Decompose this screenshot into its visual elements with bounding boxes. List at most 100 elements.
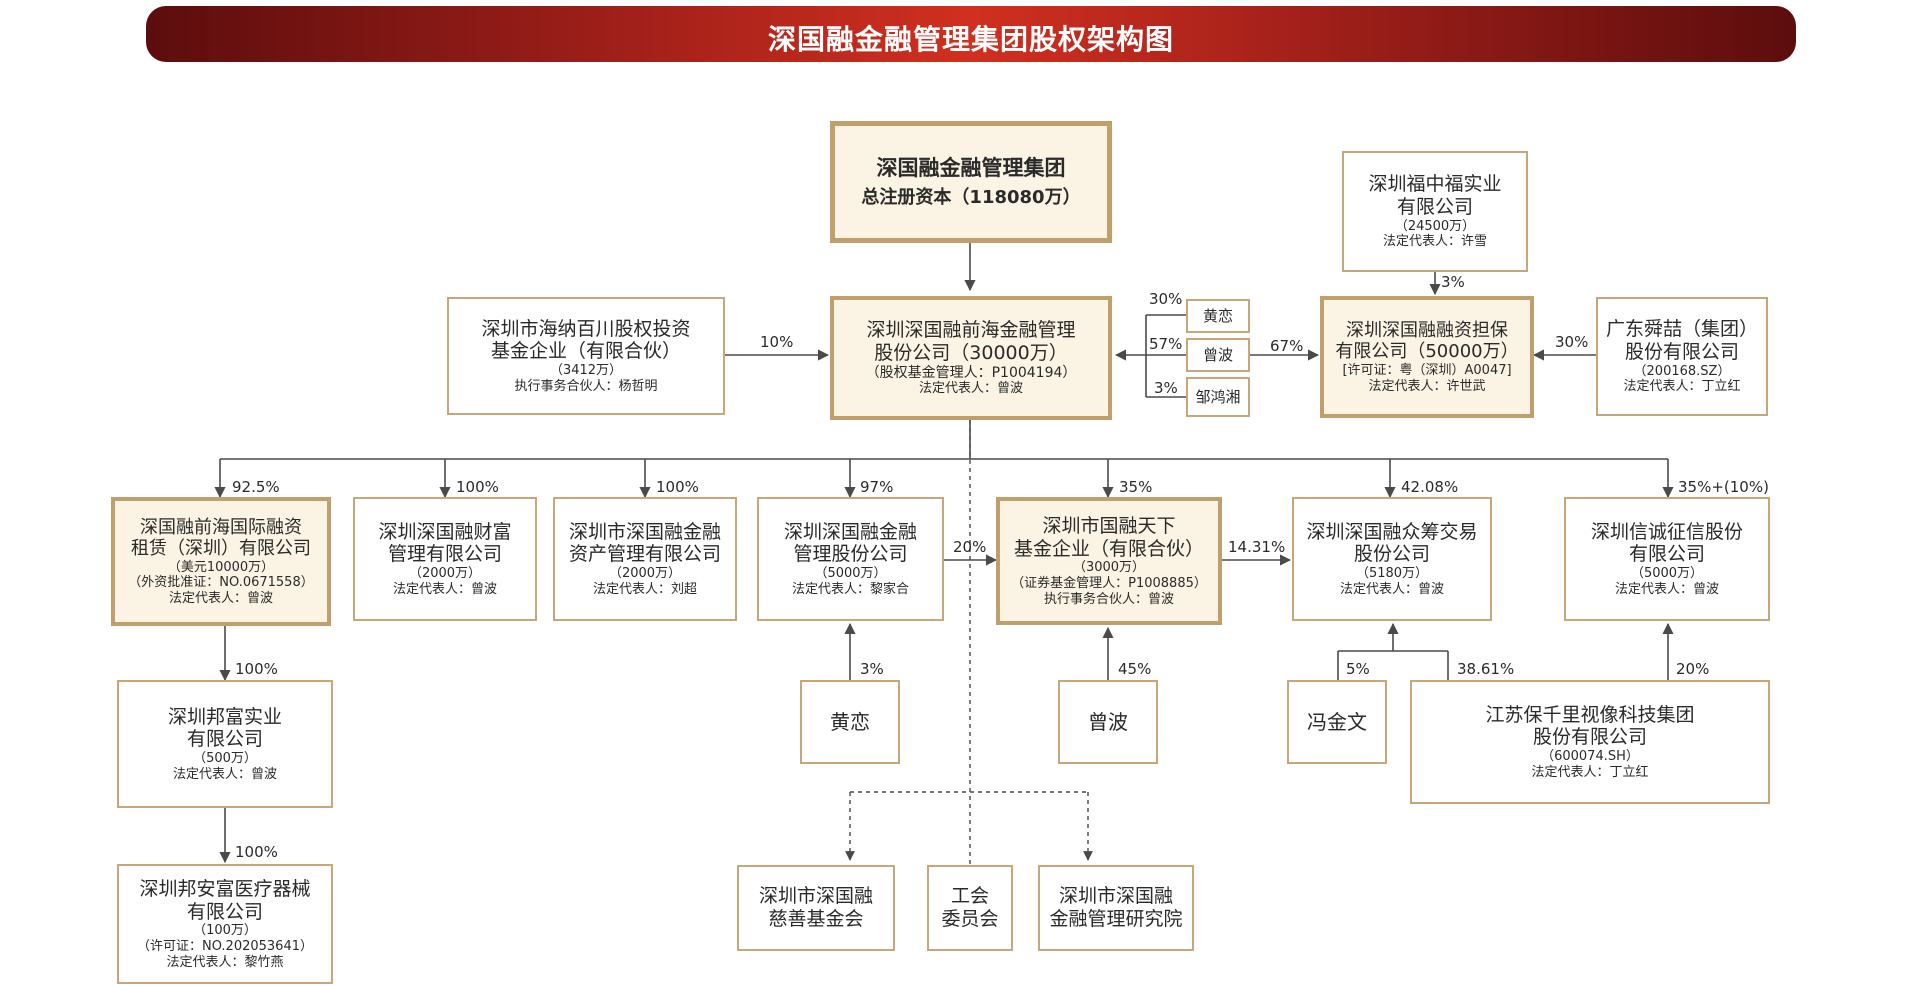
center-name-2: 股份公司（30000万）: [874, 341, 1068, 364]
sub-line: （外资批准证：NO.0671558）: [128, 575, 314, 591]
fuzhongfu-box: 深圳福中福实业 有限公司 （24500万） 法定代表人：许雪: [1342, 151, 1528, 272]
sub-line: 管理股份公司: [793, 543, 908, 566]
pct-jiangsu-credit: 20%: [1676, 660, 1710, 678]
guarantee-license: [许可证：粤（深圳）A0047]: [1342, 363, 1512, 378]
sub-line: （5180万）: [1355, 566, 1429, 582]
jiangsu-line: （600074.SH）: [1541, 749, 1639, 765]
sub-line: （5000万）: [814, 566, 887, 582]
guarantee-rep: 法定代表人：许世武: [1368, 378, 1486, 394]
bangan-line: （100万）: [193, 923, 257, 939]
group-name: 深国融金融管理集团: [876, 155, 1066, 180]
sub-line: （证券基金管理人：P1008885）: [1011, 576, 1207, 591]
sub-line: 法定代表人：刘超: [592, 581, 697, 597]
sub-line: （美元10000万）: [167, 559, 275, 575]
center-rep: 法定代表人：曾波: [918, 381, 1023, 397]
haina-name-1: 深圳市海纳百川股权投资: [481, 317, 691, 340]
guarantee-box: 深圳深国融融资担保 有限公司（50000万） [许可证：粤（深圳）A0047] …: [1320, 296, 1534, 418]
sub-line: 深圳深国融财富: [378, 520, 512, 543]
fuzhongfu-name-2: 有限公司: [1396, 195, 1473, 218]
sub-line: （2000万）: [408, 566, 482, 582]
fuzhongfu-rep: 法定代表人：许雪: [1382, 234, 1487, 250]
bangan-box: 深圳邦安富医疗器械 有限公司 （100万） （许可证：NO.202053641）…: [117, 864, 333, 984]
title-banner: 深国融金融管理集团股权架构图: [146, 6, 1796, 62]
center-company-box: 深圳深国融前海金融管理 股份公司（30000万） （股权基金管理人：P10041…: [830, 296, 1112, 420]
pct-mgmt-to-fund: 20%: [953, 538, 987, 556]
sub-line: （5000万）: [1630, 566, 1704, 582]
pct-bangfu: 100%: [235, 660, 278, 678]
haina-capital: （3412万）: [549, 363, 623, 379]
sub-asset-box: 深圳市深国融金融 资产管理有限公司 （2000万） 法定代表人：刘超: [553, 497, 737, 621]
bangan-line: 深圳邦安富医疗器械: [139, 877, 311, 900]
sub-line: 法定代表人：曾波: [1339, 581, 1444, 597]
affiliate-line: 深圳市深国融: [1058, 885, 1173, 908]
haina-pct: 10%: [760, 333, 794, 351]
group-capital: 总注册资本（118080万）: [861, 186, 1081, 208]
shunzhe-rep: 法定代表人：丁立红: [1623, 379, 1741, 395]
center-name-1: 深圳深国融前海金融管理: [866, 319, 1076, 341]
sub-wealth-box: 深圳深国融财富 管理有限公司 （2000万） 法定代表人：曾波: [353, 497, 537, 621]
sub-line: 法定代表人：曾波: [1614, 581, 1719, 597]
bangfu-box: 深圳邦富实业 有限公司 （500万） 法定代表人：曾波: [117, 680, 333, 808]
affiliate-charity-box: 深圳市深国融 慈善基金会: [737, 865, 895, 951]
sub-line: 法定代表人：曾波: [168, 590, 273, 606]
sub-leasing-box: 深国融前海国际融资 租赁（深圳）有限公司 （美元10000万） （外资批准证：N…: [111, 497, 331, 626]
jiangsu-line: 法定代表人：丁立红: [1531, 764, 1649, 780]
owner-zengbo-box: 曾波: [1058, 680, 1158, 764]
pct-sub-leasing: 92.5%: [232, 478, 280, 496]
group-box: 深国融金融管理集团 总注册资本（118080万）: [830, 121, 1112, 243]
sub-line: 基金企业（有限合伙）: [1013, 537, 1204, 560]
person-name: 黄恋: [830, 710, 870, 734]
sub-line: 执行事务合伙人：曾波: [1043, 591, 1174, 607]
pct-shunzhe: 30%: [1555, 333, 1589, 351]
pct-huanglian-mgmt: 3%: [860, 660, 884, 678]
pct-zengbo-top: 57%: [1149, 335, 1183, 353]
pct-sub-mgmt: 97%: [860, 478, 894, 496]
fuzhongfu-capital: （24500万）: [1394, 218, 1476, 234]
sub-line: 租赁（深圳）有限公司: [131, 538, 311, 560]
pct-to-guarantee: 67%: [1270, 337, 1304, 355]
page-title: 深国融金融管理集团股权架构图: [767, 23, 1174, 56]
sub-line: 有限公司: [1628, 543, 1705, 566]
bangan-line: （许可证：NO.202053641）: [136, 939, 313, 954]
person-box-zengbo-top: 曾波: [1186, 338, 1250, 372]
pct-sub-fund: 35%: [1119, 478, 1153, 496]
affiliate-line: 金融管理研究院: [1049, 908, 1183, 930]
sub-line: 法定代表人：曾波: [392, 581, 497, 597]
sub-line: 深圳信诚征信股份: [1590, 520, 1743, 543]
sub-fund-box: 深圳市国融天下 基金企业（有限合伙） （3000万） （证券基金管理人：P100…: [996, 497, 1222, 625]
owner-huanglian-box: 黄恋: [800, 680, 900, 764]
shunzhe-box: 广东舜喆（集团） 股份有限公司 （200168.SZ） 法定代表人：丁立红: [1596, 297, 1768, 416]
sub-line: 管理有限公司: [387, 543, 502, 566]
affiliate-institute-box: 深圳市深国融 金融管理研究院: [1038, 865, 1194, 951]
pct-fengjinwen: 5%: [1346, 660, 1370, 678]
sub-line: 深圳深国融众筹交易: [1306, 520, 1478, 543]
sub-line: 法定代表人：黎家合: [791, 581, 909, 597]
jiangsu-box: 江苏保千里视像科技集团 股份有限公司 （600074.SH） 法定代表人：丁立红: [1410, 680, 1770, 804]
bangan-line: 法定代表人：黎竹燕: [166, 954, 284, 970]
pct-jiangsu-crowd: 38.61%: [1457, 660, 1515, 678]
bangfu-line: 法定代表人：曾波: [172, 766, 277, 782]
sub-line: 资产管理有限公司: [568, 543, 721, 566]
affiliate-line: 委员会: [941, 908, 999, 930]
bangan-line: 有限公司: [186, 900, 263, 923]
bangfu-line: 深圳邦富实业: [167, 705, 282, 728]
person-name: 冯金文: [1307, 710, 1367, 734]
pct-zouhongxiang: 3%: [1154, 379, 1178, 397]
person-name: 曾波: [1202, 346, 1233, 364]
bangfu-line: 有限公司: [186, 728, 263, 751]
person-name: 黄恋: [1202, 307, 1233, 325]
sub-line: （2000万）: [608, 566, 682, 582]
pct-fund-to-crowd: 14.31%: [1228, 538, 1286, 556]
jiangsu-line: 江苏保千里视像科技集团: [1485, 703, 1695, 726]
haina-name-2: 基金企业（有限合伙）: [490, 340, 681, 363]
pct-sub-crowd: 42.08%: [1401, 478, 1459, 496]
center-fund: （股权基金管理人：P1004194）: [865, 364, 1077, 381]
sub-line: （3000万）: [1072, 560, 1146, 576]
guarantee-name-2: 有限公司（50000万）: [1335, 341, 1519, 363]
shunzhe-code: （200168.SZ）: [1633, 363, 1731, 379]
affiliate-line: 工会: [950, 885, 989, 908]
haina-box: 深圳市海纳百川股权投资 基金企业（有限合伙） （3412万） 执行事务合伙人：杨…: [447, 297, 725, 415]
pct-sub-wealth: 100%: [456, 478, 499, 496]
sub-line: 深圳深国融金融: [783, 520, 917, 543]
